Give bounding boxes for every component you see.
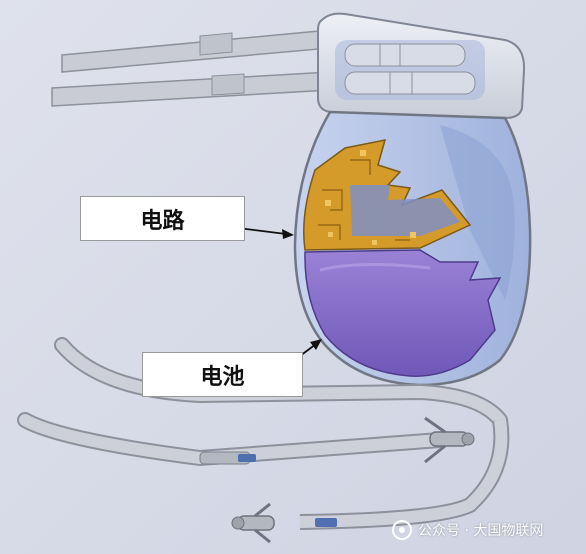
watermark: 公众号 · 大国物联网 xyxy=(392,519,543,541)
lead-tip-lower xyxy=(231,502,337,544)
wechat-official-account-icon xyxy=(392,520,412,540)
battery xyxy=(304,249,502,377)
circuit-label: 电路 xyxy=(80,196,245,241)
circuit-board xyxy=(303,139,472,251)
pacemaker-header xyxy=(317,12,526,120)
lower-lead-2 xyxy=(17,412,448,467)
lead-tip-upper xyxy=(424,416,475,464)
watermark-text: 公众号 · 大国物联网 xyxy=(418,523,544,539)
battery-label: 电池 xyxy=(142,352,303,397)
